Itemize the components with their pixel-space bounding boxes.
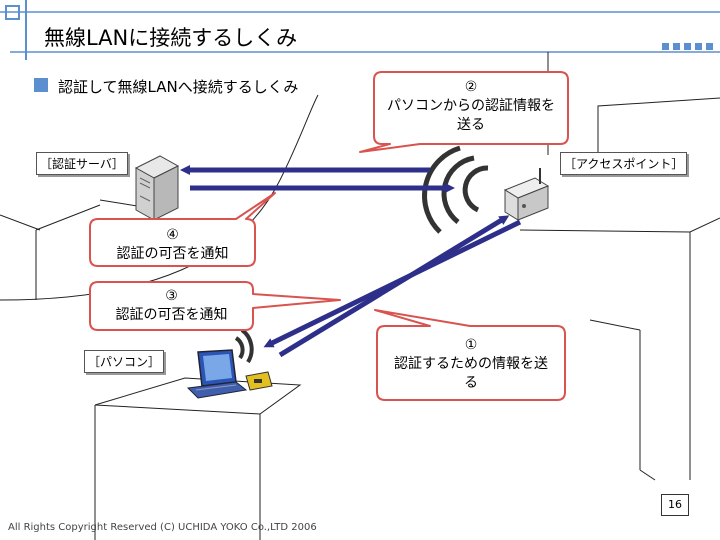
pc-label: ［パソコン］: [84, 350, 165, 373]
step4-text: 認証の可否を通知: [116, 246, 229, 262]
arrow-ap-to-pc: [263, 219, 522, 348]
server-label: ［認証サーバ］: [36, 152, 128, 175]
bubble-step1-shape: [374, 309, 566, 401]
bubble-step4-shape: [89, 192, 276, 267]
bubble-step3-shape: [89, 281, 341, 331]
bubble-step1: ① 認証するための情報を送 る: [377, 336, 565, 393]
header-dots: [662, 43, 713, 50]
step1-text-line2: る: [464, 375, 478, 391]
step3-text: 認証の可否を通知: [115, 307, 228, 323]
step2-text-line2: 送る: [457, 117, 485, 133]
step3-number: ③: [165, 288, 178, 304]
access-point-icon: [503, 168, 550, 221]
step1-number: ①: [464, 337, 478, 353]
slide-subtitle: 認証して無線LANへ接続するしくみ: [58, 78, 299, 96]
step2-text-line1: パソコンからの認証情報を: [387, 98, 555, 114]
slide-title: 無線LANに接続するしくみ: [44, 26, 298, 50]
wireless-card-icon: [245, 371, 273, 391]
bubble-step3: ③ 認証の可否を通知: [90, 287, 253, 325]
laptop-icon: [186, 349, 248, 399]
access-point-label: ［アクセスポイント］: [560, 152, 688, 175]
bubble-step4: ④ 認証の可否を通知: [90, 226, 255, 264]
page-number: 16: [661, 494, 689, 516]
subtitle-bullet: [34, 78, 48, 92]
bubble-step2: ② パソコンからの認証情報を 送る: [374, 78, 568, 135]
server-icon: [134, 155, 180, 221]
bubble-step2-shape: [359, 71, 569, 153]
step4-number: ④: [166, 227, 179, 243]
step1-text-line1: 認証するための情報を送: [394, 356, 548, 372]
copyright-footer: All Rights Copyright Reserved (C) UCHIDA…: [8, 522, 317, 533]
laptop-waves: [234, 328, 254, 364]
step2-number: ②: [464, 79, 478, 95]
